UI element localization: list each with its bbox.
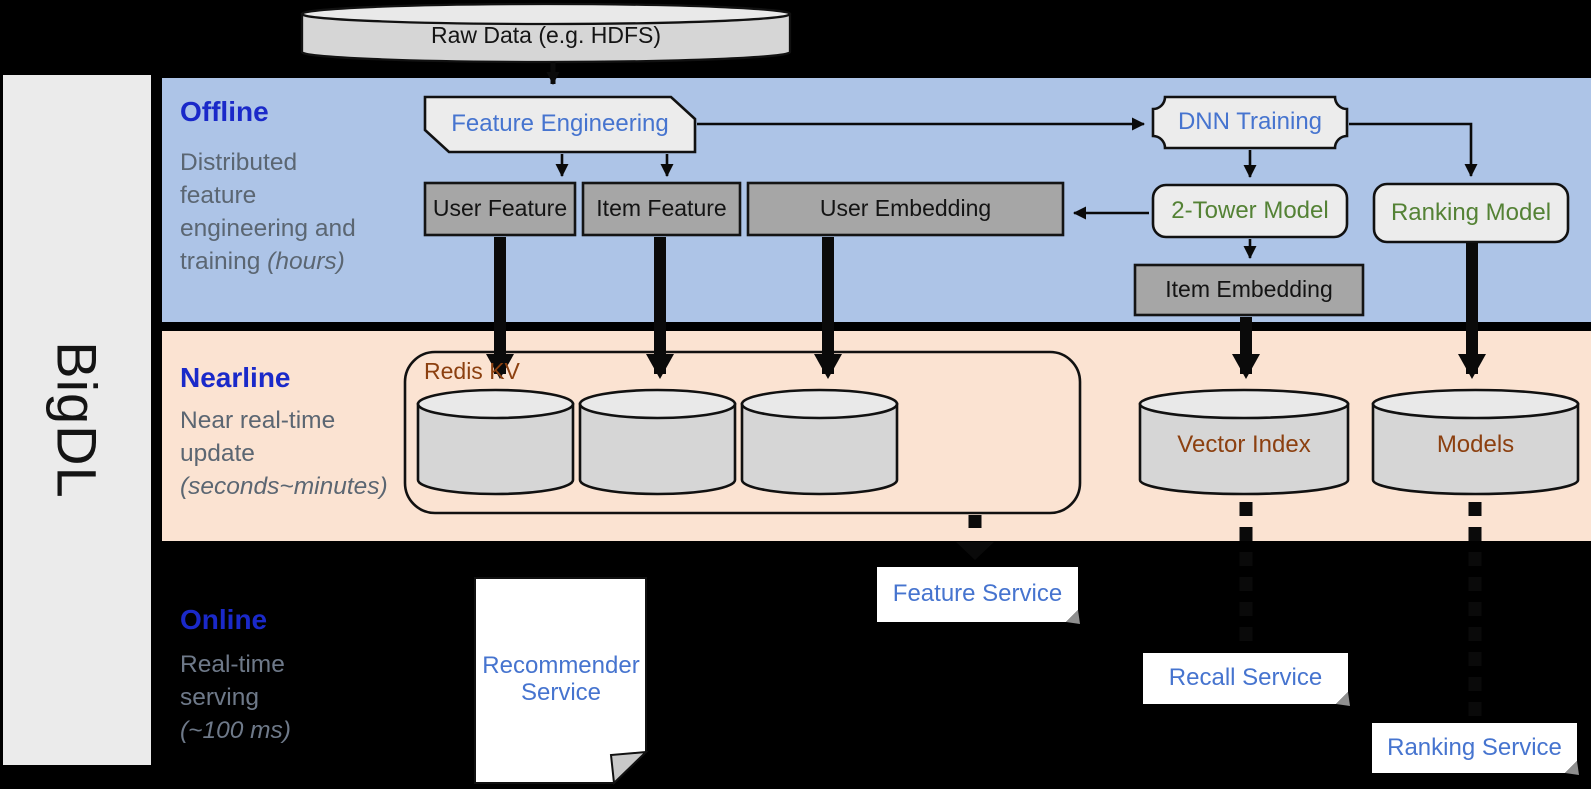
redis-cylinder-2 — [578, 388, 737, 496]
ranking-model-shape — [1372, 182, 1570, 244]
feature-service-shape — [877, 567, 1080, 624]
ranking-service-shape — [1372, 723, 1579, 775]
vector-index-cylinder — [1138, 388, 1350, 496]
arrow-redis-featureservice — [956, 515, 994, 560]
arrow-dnn-rankingmodel — [1349, 122, 1478, 177]
models-cylinder — [1371, 388, 1580, 496]
item-embedding-shape — [1133, 263, 1365, 317]
redis-cylinder-1 — [416, 388, 575, 496]
redis-cylinder-3 — [740, 388, 899, 496]
two-tower-model-shape — [1151, 183, 1349, 239]
item-feature-shape — [581, 181, 742, 237]
user-feature-shape — [423, 181, 577, 237]
recommender-service-shape — [474, 577, 649, 786]
redis-kv-container — [403, 350, 1082, 515]
feature-engineering-shape — [423, 95, 697, 154]
user-embedding-shape — [746, 181, 1065, 237]
bigdl-sidebar: BigDL — [3, 75, 151, 765]
recall-service-shape — [1143, 653, 1350, 706]
raw-data-cylinder — [300, 2, 792, 64]
dnn-training-shape — [1151, 95, 1349, 150]
